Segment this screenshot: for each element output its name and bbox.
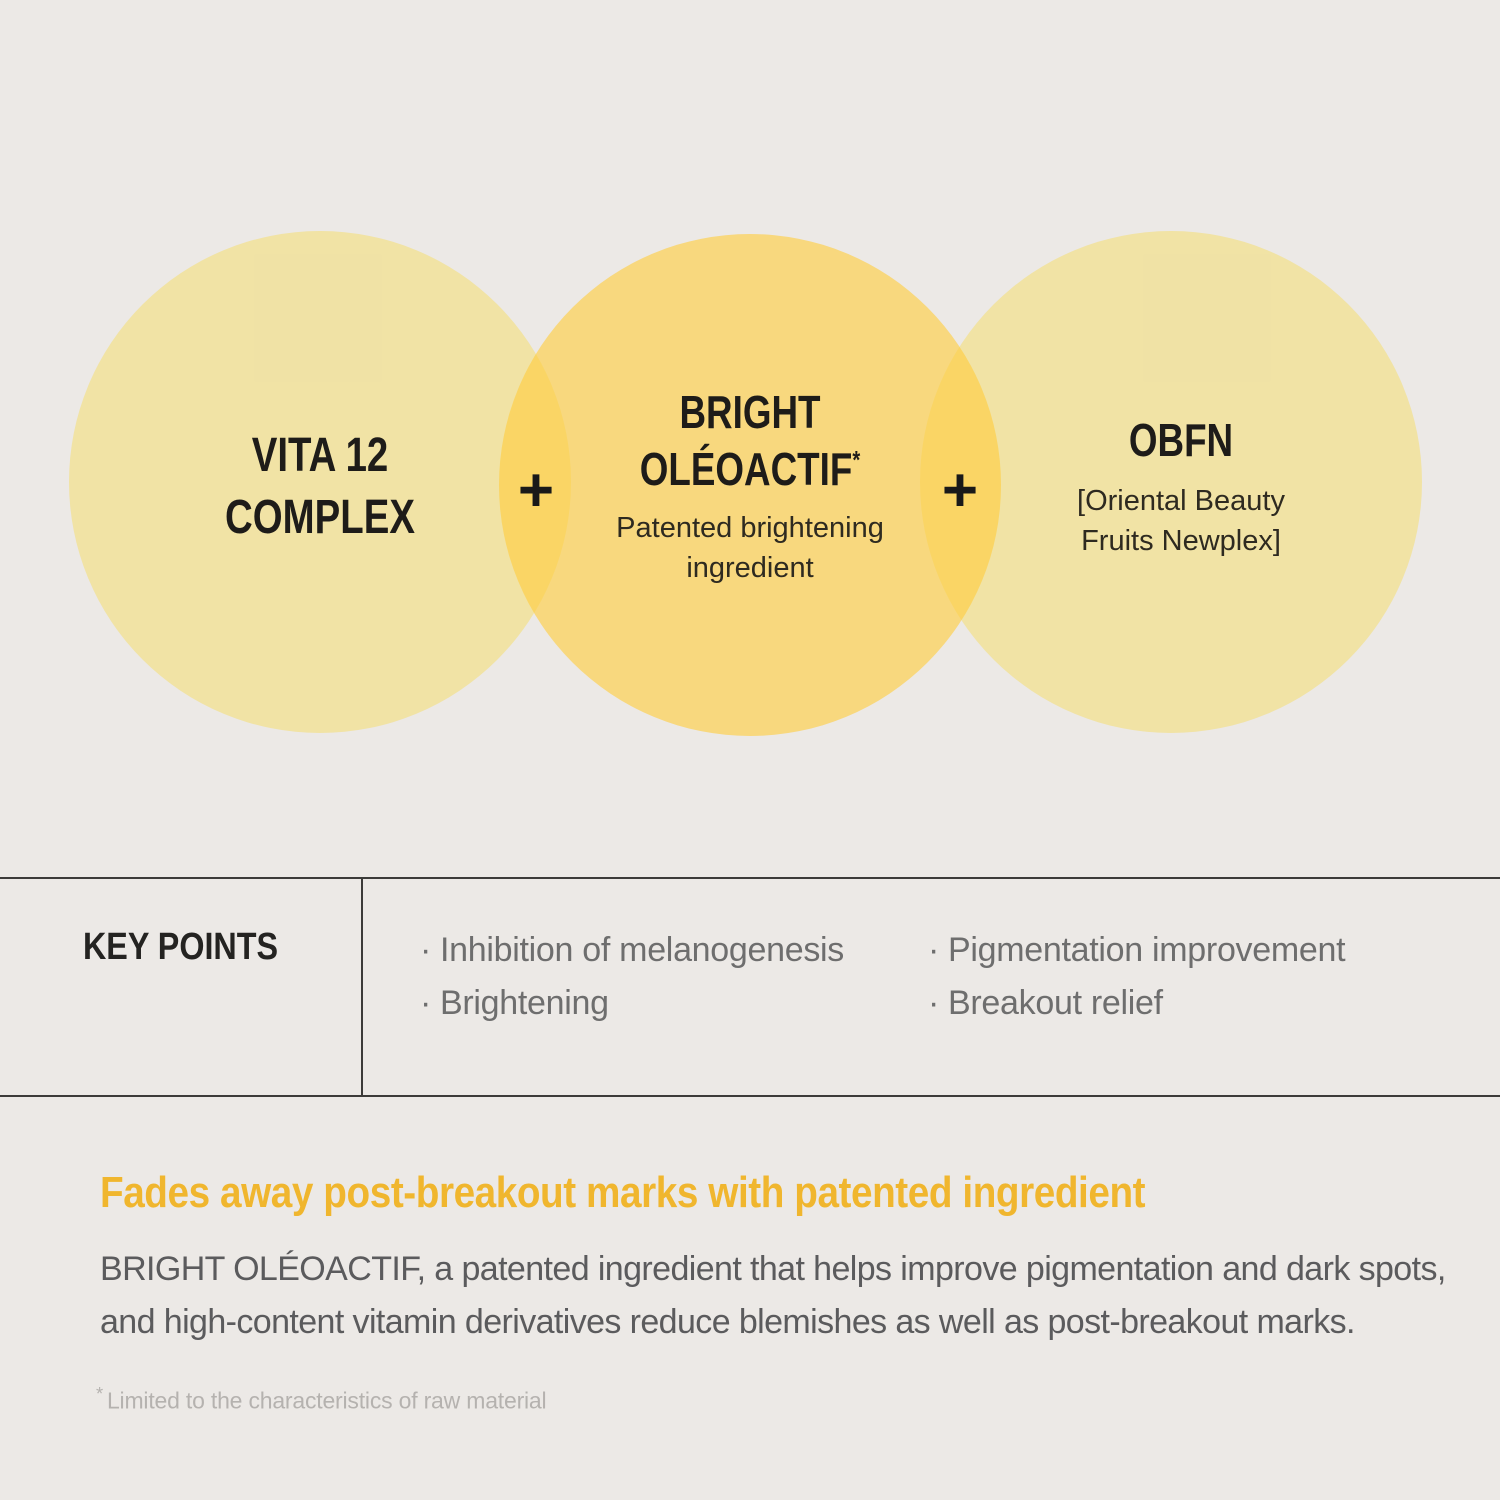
oleoactif-title-line2: OLÉOACTIF* xyxy=(639,443,861,495)
key-point-text: Breakout relief xyxy=(948,984,1163,1022)
vita12-circle-text: VITA 12 COMPLEX xyxy=(160,425,480,549)
footnote: *Limited to the characteristics of raw m… xyxy=(96,1383,547,1415)
obfn-subtitle: [Oriental Beauty Fruits Newplex] xyxy=(1077,485,1285,557)
plus-icon: + xyxy=(517,456,555,525)
key-point-text: Inhibition of melanogenesis xyxy=(440,931,844,969)
oleoactif-title-line1: BRIGHT xyxy=(679,386,821,438)
key-point-item: ·Inhibition of melanogenesis xyxy=(420,924,920,977)
vita12-circle xyxy=(69,231,571,733)
description-heading: Fades away post-breakout marks with pate… xyxy=(100,1168,1146,1217)
obfn-circle-text: OBFN [Oriental Beauty Fruits Newplex] xyxy=(1031,415,1331,561)
key-point-item: ·Pigmentation improvement xyxy=(928,924,1448,977)
key-points-column-1: ·Inhibition of melanogenesis ·Brightenin… xyxy=(420,924,920,1030)
footnote-asterisk: * xyxy=(96,1383,103,1404)
bullet-dot: · xyxy=(928,931,940,969)
bullet-dot: · xyxy=(420,984,432,1022)
table-bottom-rule xyxy=(0,1095,1500,1097)
obfn-title: OBFN xyxy=(1128,414,1234,466)
table-top-rule xyxy=(0,877,1500,879)
asterisk-marker: * xyxy=(852,446,861,475)
oleoactif-subtitle: Patented brightening ingredient xyxy=(616,512,884,584)
vita12-title-line1: VITA 12 xyxy=(251,429,389,482)
obfn-circle xyxy=(920,231,1422,733)
key-point-item: ·Breakout relief xyxy=(928,977,1448,1030)
table-divider xyxy=(361,877,363,1097)
key-point-item: ·Brightening xyxy=(420,977,920,1030)
key-point-text: Brightening xyxy=(440,984,609,1022)
key-point-text: Pigmentation improvement xyxy=(948,931,1346,969)
vita12-title-line2: COMPLEX xyxy=(225,491,415,544)
description-body: BRIGHT OLÉOACTIF, a patented ingredient … xyxy=(100,1250,1446,1341)
key-points-column-2: ·Pigmentation improvement ·Breakout reli… xyxy=(928,924,1448,1030)
oleoactif-circle-text: BRIGHT OLÉOACTIF* Patented brightening i… xyxy=(580,384,920,588)
footnote-text: Limited to the characteristics of raw ma… xyxy=(106,1387,547,1414)
oleoactif-circle xyxy=(499,234,1001,736)
plus-icon: + xyxy=(941,456,979,525)
key-points-label: KEY POINTS xyxy=(82,926,279,968)
bullet-dot: · xyxy=(420,931,432,969)
bullet-dot: · xyxy=(928,984,940,1022)
